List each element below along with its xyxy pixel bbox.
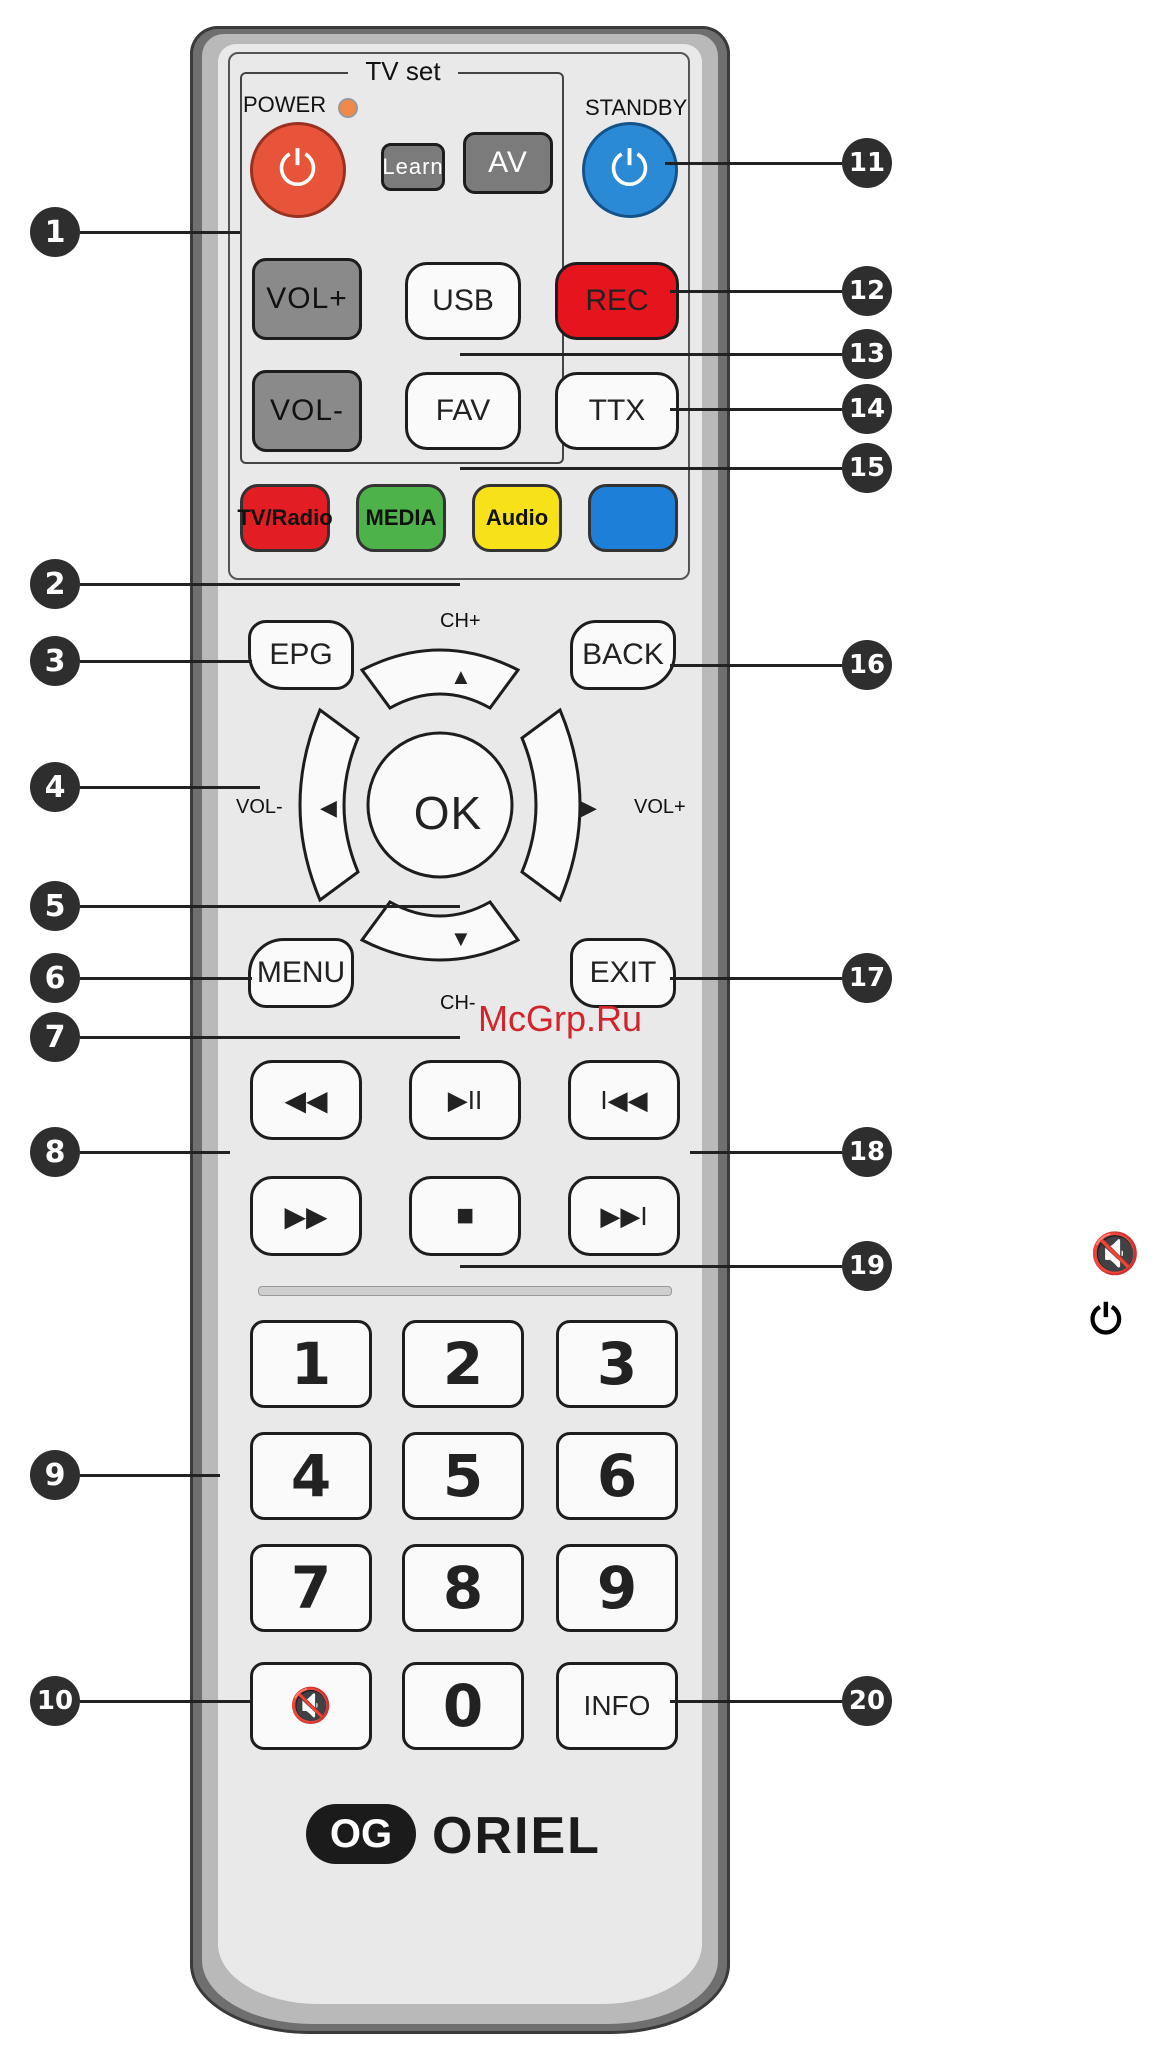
callout-6: 6	[30, 953, 80, 1003]
dpad-right-shape[interactable]	[522, 710, 580, 900]
usb-button[interactable]: USB	[405, 262, 521, 340]
fast-forward-button[interactable]: ▶▶	[250, 1176, 362, 1256]
tv-set-label: TV set	[348, 56, 458, 87]
callout-5: 5	[30, 881, 80, 931]
stop-button[interactable]: ■	[409, 1176, 521, 1256]
callout-8: 8	[30, 1127, 80, 1177]
mute-icon: 🔇	[1090, 1230, 1140, 1277]
media-button[interactable]: MEDIA	[356, 484, 446, 552]
callout-11: 11	[842, 138, 892, 188]
digit-5-button[interactable]: 5	[402, 1432, 524, 1520]
callout-12: 12	[842, 266, 892, 316]
leader-9	[80, 1474, 220, 1477]
leader-5	[80, 905, 460, 908]
leader-6	[80, 977, 252, 980]
ttx-button[interactable]: TTX	[555, 372, 679, 450]
leader-19	[460, 1265, 842, 1268]
power-icon: ⏻	[279, 142, 318, 198]
down-arrow-icon: ▼	[450, 926, 472, 952]
leader-7	[80, 1036, 460, 1039]
mute-button[interactable]: 🔇	[250, 1662, 372, 1750]
callout-18: 18	[842, 1127, 892, 1177]
digit-2-button[interactable]: 2	[402, 1320, 524, 1408]
left-arrow-icon: ◀	[320, 795, 337, 821]
leader-12	[670, 290, 842, 293]
up-arrow-icon: ▲	[450, 664, 472, 690]
dpad-up-shape[interactable]	[362, 650, 518, 708]
dpad-down-shape[interactable]	[362, 902, 518, 960]
callout-13: 13	[842, 329, 892, 379]
learn-button[interactable]: Learn	[381, 143, 445, 191]
standby-icon: ⏻	[611, 142, 650, 198]
callout-19: 19	[842, 1241, 892, 1291]
brand-name: ORIEL	[432, 1806, 601, 1866]
callout-7: 7	[30, 1012, 80, 1062]
leader-4	[80, 786, 260, 789]
watermark: McGrp.Ru	[478, 998, 642, 1040]
leader-16	[670, 664, 842, 667]
prev-button[interactable]: I◀◀	[568, 1060, 680, 1140]
rec-button[interactable]: REC	[555, 262, 679, 340]
digit-3-button[interactable]: 3	[556, 1320, 678, 1408]
leader-20	[670, 1700, 842, 1703]
callout-15: 15	[842, 443, 892, 493]
leader-11	[665, 162, 842, 165]
power-label: POWER	[243, 92, 326, 118]
digit-8-button[interactable]: 8	[402, 1544, 524, 1632]
vol-left-label: VOL-	[236, 796, 283, 819]
callout-10: 10	[30, 1676, 80, 1726]
leader-10	[80, 1700, 252, 1703]
leader-1	[80, 231, 240, 234]
callout-16: 16	[842, 640, 892, 690]
digit-7-button[interactable]: 7	[250, 1544, 372, 1632]
leader-17	[670, 977, 842, 980]
callout-14: 14	[842, 384, 892, 434]
leader-14	[670, 408, 842, 411]
brand-logo: OG	[306, 1804, 416, 1864]
power-led	[338, 98, 358, 118]
ok-button[interactable]: OK	[383, 748, 513, 878]
tv-vol-up-button[interactable]: VOL+	[252, 258, 362, 340]
vol-right-label: VOL+	[634, 796, 686, 819]
callout-17: 17	[842, 953, 892, 1003]
ch-down-label: CH-	[440, 992, 476, 1015]
callout-2: 2	[30, 559, 80, 609]
callout-3: 3	[30, 636, 80, 686]
av-button[interactable]: AV	[463, 132, 553, 194]
digit-6-button[interactable]: 6	[556, 1432, 678, 1520]
ch-up-label: CH+	[440, 610, 481, 633]
callout-9: 9	[30, 1450, 80, 1500]
leader-18	[690, 1151, 842, 1154]
leader-15	[460, 467, 842, 470]
fav-button[interactable]: FAV	[405, 372, 521, 450]
standby-button[interactable]: ⏻	[582, 122, 678, 218]
digit-9-button[interactable]: 9	[556, 1544, 678, 1632]
info-button[interactable]: INFO	[556, 1662, 678, 1750]
callout-4: 4	[30, 762, 80, 812]
divider	[258, 1286, 672, 1296]
play-pause-button[interactable]: ▶II	[409, 1060, 521, 1140]
blue-button[interactable]	[588, 484, 678, 552]
standby-label: STANDBY	[585, 95, 687, 121]
power-icon: ⏻	[1090, 1298, 1122, 1343]
menu-button[interactable]: MENU	[248, 938, 354, 1008]
digit-4-button[interactable]: 4	[250, 1432, 372, 1520]
digit-0-button[interactable]: 0	[402, 1662, 524, 1750]
callout-1: 1	[30, 207, 80, 257]
rewind-button[interactable]: ◀◀	[250, 1060, 362, 1140]
leader-13	[460, 353, 842, 356]
tv-radio-button[interactable]: TV/Radio	[240, 484, 330, 552]
power-button[interactable]: ⏻	[250, 122, 346, 218]
digit-1-button[interactable]: 1	[250, 1320, 372, 1408]
tv-vol-down-button[interactable]: VOL-	[252, 370, 362, 452]
leader-3	[80, 660, 252, 663]
callout-20: 20	[842, 1676, 892, 1726]
next-button[interactable]: ▶▶I	[568, 1176, 680, 1256]
audio-button[interactable]: Audio	[472, 484, 562, 552]
leader-2	[80, 583, 460, 586]
leader-8	[80, 1151, 230, 1154]
right-arrow-icon: ▶	[580, 795, 597, 821]
